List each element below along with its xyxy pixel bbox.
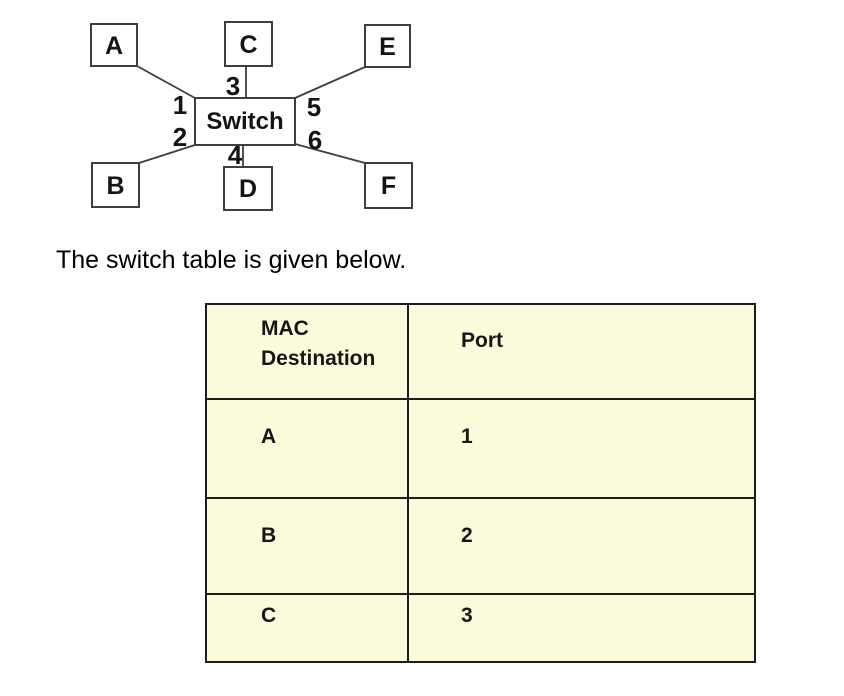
header-port: Port: [407, 303, 756, 400]
port-label-1: 1: [173, 90, 187, 120]
node-box-d: [223, 166, 273, 211]
switch-table: MAC Destination Port A 1 B 2 C 3: [205, 303, 756, 663]
node-label-f: F: [381, 172, 396, 200]
cell-mac-b: B: [205, 497, 409, 595]
link-b-switch: [138, 144, 196, 164]
network-diagram: A B C D E F Switch 1 2 3 4 5 6: [90, 21, 413, 211]
link-f-switch: [294, 143, 366, 164]
node-box-e: [364, 24, 411, 68]
port-label-6: 6: [308, 125, 322, 155]
node-box-a: [90, 23, 138, 67]
cell-mac-c: C: [205, 593, 409, 663]
node-box-f: [364, 162, 413, 209]
table-row: C 3: [205, 593, 756, 663]
header-mac-line1: MAC: [261, 317, 309, 340]
table-row: A 1: [205, 398, 756, 499]
link-e-switch: [294, 66, 366, 99]
link-a-switch: [136, 65, 196, 99]
node-label-b: B: [106, 172, 124, 200]
header-mac-line2: Destination: [261, 347, 376, 370]
port-label-2: 2: [173, 122, 187, 152]
node-label-e: E: [379, 33, 396, 61]
header-mac-destination: MAC Destination: [205, 303, 409, 400]
switch-box: [194, 97, 296, 146]
node-label-d: D: [239, 175, 257, 203]
node-label-a: A: [105, 32, 123, 60]
node-box-c: [224, 21, 273, 67]
cell-port-b: 2: [407, 497, 756, 595]
node-label-c: C: [239, 31, 257, 59]
table-header-row: MAC Destination Port: [205, 303, 756, 400]
port-label-4: 4: [228, 140, 243, 170]
cell-mac-a: A: [205, 398, 409, 499]
port-label-5: 5: [307, 92, 321, 122]
switch-label: Switch: [206, 108, 283, 135]
cell-port-c: 3: [407, 593, 756, 663]
node-box-b: [91, 162, 140, 208]
cell-port-a: 1: [407, 398, 756, 499]
port-label-3: 3: [226, 71, 240, 101]
table-row: B 2: [205, 497, 756, 595]
caption-text: The switch table is given below.: [56, 246, 407, 274]
